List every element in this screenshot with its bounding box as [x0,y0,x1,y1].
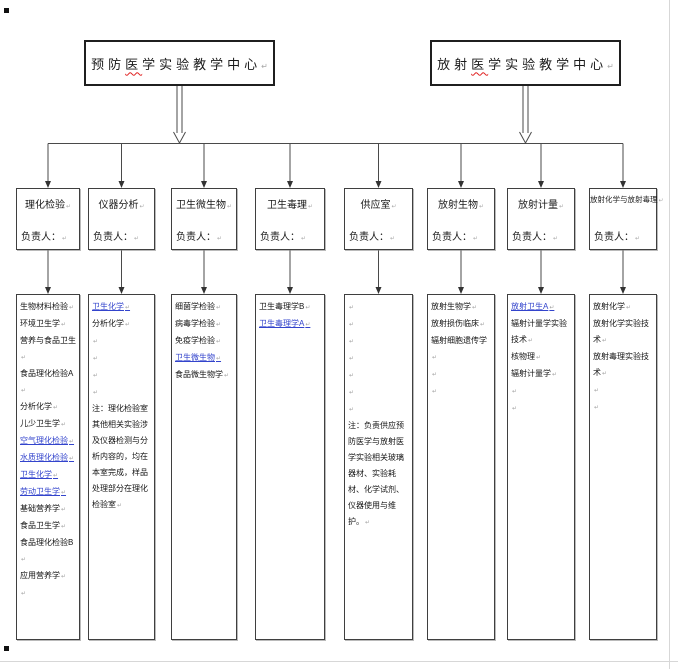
leader-label: 负责人： [256,228,324,249]
dept-title: 卫生微生物 [172,189,236,211]
dept-box: 卫生毒理负责人： [255,188,325,250]
detail-item: 环境卫生学 [20,316,76,333]
spellcheck-marked-text: 医 [471,56,489,72]
leader-label: 负责人： [345,228,412,249]
detail-item [511,383,571,400]
leader-label: 负责人： [590,228,656,249]
detail-item [511,400,571,417]
detail-item: 核物理 [511,349,571,366]
detail-item: 生物材料检验 [20,299,76,316]
detail-box: 卫生毒理学B卫生毒理学A [255,294,325,640]
detail-item: 放射损伤临床 [431,316,491,333]
title-text: 学实验教学中心 [142,56,262,72]
detail-item: 营养与食品卫生 [20,333,76,366]
detail-item [92,350,151,367]
page-edge-right [669,0,670,669]
detail-box: 细菌学检验病毒学检验免疫学检验卫生微生物食品微生物学 [171,294,237,640]
detail-item [92,367,151,384]
spellcheck-marked-text: 医 [125,56,143,72]
title-text: 学实验教学中心 [488,56,608,72]
detail-item: 基础营养学 [20,501,76,518]
title-text: 预防 [91,56,126,72]
dept-box: 理化检验负责人： [16,188,80,250]
detail-box: 生物材料检验环境卫生学营养与食品卫生食品理化检验A分析化学儿少卫生学空气理化检验… [16,294,80,640]
dept-title: 放射计量 [508,189,574,211]
detail-item [348,401,409,418]
dept-box: 放射生物负责人： [427,188,495,250]
leader-label: 负责人： [428,228,494,249]
detail-item: 病毒学检验 [175,316,233,333]
dept-title: 放射化学与放射毒理 [590,189,658,205]
detail-item [92,333,151,350]
detail-item-link[interactable]: 劳动卫生学 [20,484,76,501]
detail-box: 放射生物学放射损伤临床辐射细胞遗传学 [427,294,495,640]
detail-item: 辐射计量学 [511,366,571,383]
detail-item [348,350,409,367]
detail-item-link[interactable]: 卫生毒理学A [259,316,321,333]
detail-item: 食品理化检验B [20,535,76,568]
detail-item [431,383,491,400]
detail-item [92,384,151,401]
detail-note: 注：理化检验室其他相关实验涉及仪器检测与分析内容的，均在本室完成，样品处理部分在… [92,401,151,514]
detail-item-link[interactable]: 放射卫生A [511,299,571,316]
dept-title: 卫生毒理 [256,189,324,211]
leader-label: 负责人： [89,228,154,249]
crop-mark-bottom-left [4,646,9,651]
detail-box: 卫生化学分析化学注：理化检验室其他相关实验涉及仪器检测与分析内容的，均在本室完成… [88,294,155,640]
detail-item: 应用营养学 [20,568,76,585]
detail-item [348,316,409,333]
detail-item [348,299,409,316]
detail-item: 细菌学检验 [175,299,233,316]
detail-item: 放射毒理实验技术 [593,349,653,382]
detail-item: 辐射计量学实验技术 [511,316,571,349]
detail-item [348,333,409,350]
detail-box: 放射化学放射化学实验技术放射毒理实验技术 [589,294,657,640]
detail-box: 注：负责供应预防医学与放射医学实验相关玻璃器材、实验耗材、化学试剂、仪器使用与维… [344,294,413,640]
detail-item: 分析化学 [92,316,151,333]
detail-item [431,366,491,383]
detail-item [593,382,653,399]
detail-item-link[interactable]: 水质理化检验 [20,450,76,467]
detail-item: 食品理化检验A [20,366,76,399]
detail-box: 放射卫生A辐射计量学实验技术核物理辐射计量学 [507,294,575,640]
leader-label: 负责人： [172,228,236,249]
dept-title: 仪器分析 [89,189,154,211]
detail-item: 儿少卫生学 [20,416,76,433]
center-box-title: 预防医学实验教学中心 [91,54,268,73]
detail-item: 辐射细胞遗传学 [431,333,491,366]
crop-mark-top-left [4,8,9,13]
dept-box: 放射化学与放射毒理负责人： [589,188,658,250]
detail-item: 放射化学实验技术 [593,316,653,349]
center-box-radiation: 放射医学实验教学中心 [430,40,621,86]
detail-note: 注：负责供应预防医学与放射医学实验相关玻璃器材、实验耗材、化学试剂、仪器使用与维… [348,418,409,531]
detail-item [20,585,76,602]
detail-item-link[interactable]: 卫生微生物 [175,350,233,367]
detail-item: 食品微生物学 [175,367,233,384]
dept-box: 卫生微生物负责人： [171,188,237,250]
detail-item [593,399,653,416]
detail-item-link[interactable]: 卫生化学 [92,299,151,316]
dept-box: 供应室负责人： [344,188,413,250]
leader-label: 负责人： [508,228,574,249]
detail-item-link[interactable]: 空气理化检验 [20,433,76,450]
dept-box: 放射计量负责人： [507,188,575,250]
detail-item: 放射生物学 [431,299,491,316]
detail-item-link[interactable]: 卫生化学 [20,467,76,484]
detail-item: 免疫学检验 [175,333,233,350]
center-box-preventive: 预防医学实验教学中心 [84,40,275,86]
detail-item [348,384,409,401]
detail-item: 卫生毒理学B [259,299,321,316]
center-box-title: 放射医学实验教学中心 [437,54,614,73]
dept-box: 仪器分析负责人： [88,188,155,250]
page-edge-bottom [0,661,678,662]
title-text: 放射 [437,56,472,72]
dept-title: 放射生物 [428,189,494,211]
detail-item: 放射化学 [593,299,653,316]
leader-label: 负责人： [17,228,79,249]
detail-item [348,367,409,384]
detail-item: 食品卫生学 [20,518,76,535]
dept-title: 供应室 [345,189,412,211]
dept-title: 理化检验 [17,189,79,211]
detail-item: 分析化学 [20,399,76,416]
